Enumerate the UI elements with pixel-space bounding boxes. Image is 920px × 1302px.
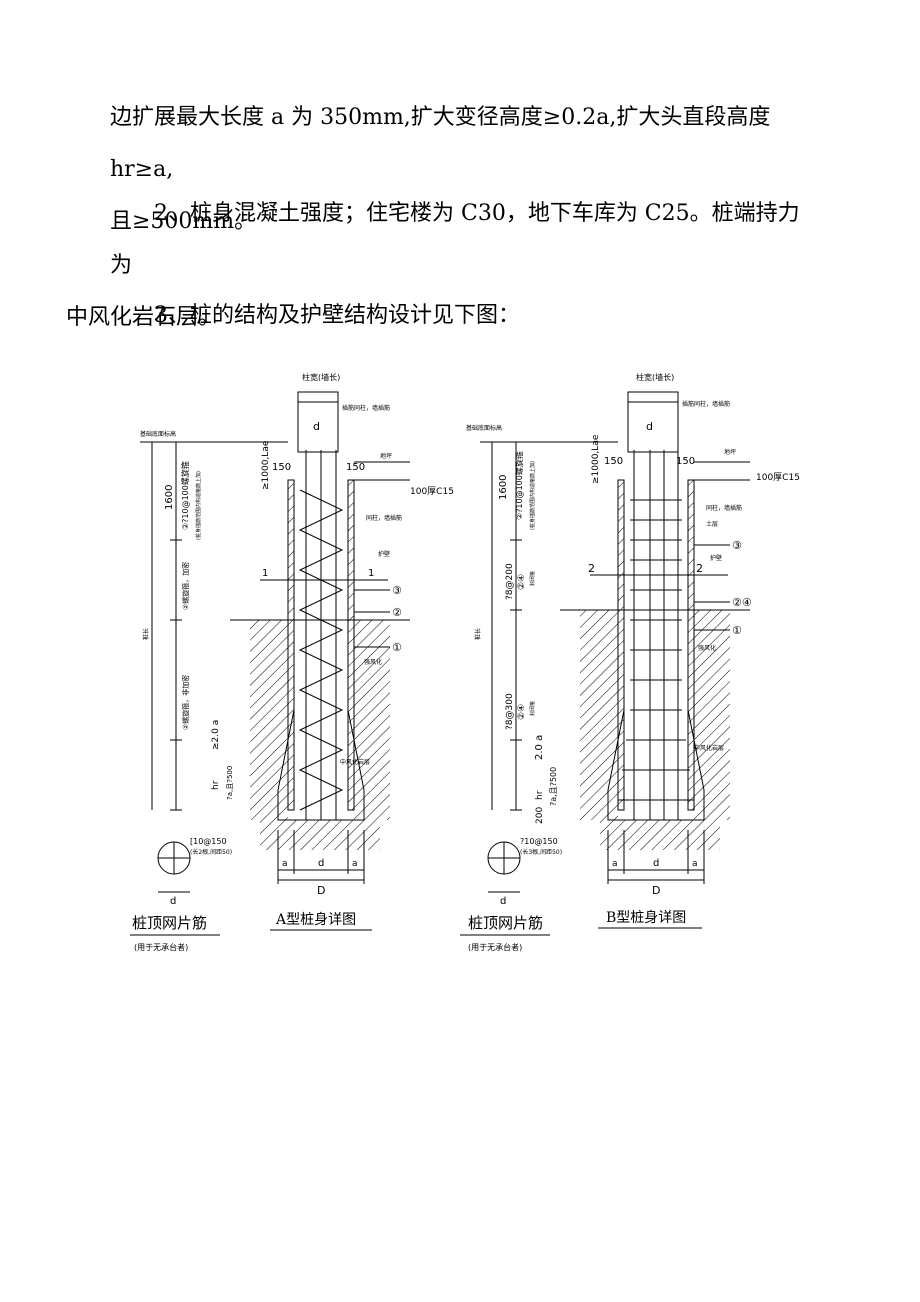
pile-a-ground: 地坪 bbox=[380, 452, 392, 460]
pile-a-weathered: 强风化 bbox=[364, 658, 382, 666]
pile-b-section-right: 2 bbox=[696, 562, 703, 575]
pile-b-c3: ③ bbox=[732, 539, 742, 552]
pile-a-c1: ① bbox=[392, 641, 402, 654]
pile-a-net-sub: (用于无承台者) bbox=[134, 942, 188, 952]
pile-b-d-bottom: d bbox=[653, 858, 659, 869]
pile-a-section-left: 1 bbox=[262, 568, 268, 579]
paragraph-2-line-2: 中风化岩石层。 bbox=[66, 305, 221, 330]
pile-b-base-label: 基础底面标高 bbox=[466, 424, 502, 432]
pile-b-dim-150b: 150 bbox=[676, 456, 695, 467]
pile-a-grid-note2: (长2根,间距50) bbox=[190, 848, 232, 856]
pile-a-dense: ②螺旋箍，加密 bbox=[181, 562, 190, 610]
pile-b-weathered: 强风化 bbox=[698, 644, 716, 652]
pile-b-spiral: ?8@300 bbox=[505, 693, 515, 730]
pile-b-dense2: ②④ bbox=[517, 574, 527, 590]
pile-b-anchor-label: 插筋同柱，墙插筋 bbox=[682, 400, 730, 408]
pile-b-dim-1600: 1600 bbox=[498, 475, 509, 500]
pile-a-rebar-note2: (桩身插筋范围内构造箍筋上加) bbox=[195, 471, 202, 540]
pile-b-len: 桩长 bbox=[474, 628, 482, 640]
pile-a-anchor-label: 插筋同柱，墙插筋 bbox=[342, 404, 390, 412]
pile-a-drawing bbox=[130, 391, 410, 936]
pile-b-dim-150a: 150 bbox=[604, 456, 623, 467]
pile-a-dim-hr: hr bbox=[211, 780, 221, 790]
paragraph-2-line-1: 2、桩身混凝土强度；住宅楼为 C30，地下车库为 C25。桩端持力为 bbox=[110, 201, 800, 278]
pile-b-soil: 土层 bbox=[706, 520, 718, 528]
pile-a-section-right: 1 bbox=[368, 568, 374, 579]
pile-b-c15: 100厚C15 bbox=[756, 472, 800, 483]
pile-a-base-label: 基础底面标高 bbox=[140, 430, 176, 438]
pile-b-net-sub: (用于无承台者) bbox=[468, 942, 522, 952]
pile-b-section-left: 2 bbox=[588, 562, 595, 575]
pile-b-dim-200: 200 bbox=[535, 807, 545, 824]
pile-a-dim-2a: ≥2.0 a bbox=[211, 720, 221, 750]
paragraph-2: 2、桩身混凝土强度；住宅楼为 C30，地下车库为 C25。桩端持力为 中风化岩石… bbox=[66, 188, 810, 344]
pile-a-dim-1000: ≥1000,Lae bbox=[261, 440, 271, 490]
paragraph-1: 边扩展最大长度 a 为 350mm,扩大变径高度≥0.2a,扩大头直段高度 hr… bbox=[110, 92, 810, 248]
pile-a-a-right: a bbox=[352, 859, 358, 869]
pile-b-dim-2a: 2.0 a bbox=[534, 735, 545, 760]
pile-a-hu: 护壁 bbox=[378, 550, 390, 558]
paragraph-3: 3、桩的结构及护壁结构设计见下图： bbox=[154, 303, 520, 328]
paragraph-1-line-1: 边扩展最大长度 a 为 350mm,扩大变径高度≥0.2a,扩大头直段高度 hr… bbox=[110, 105, 771, 182]
pile-b-net-d: d bbox=[500, 896, 506, 907]
pile-b-loop-1: 封闭箍 bbox=[529, 571, 536, 586]
pile-a-spiral: ②螺旋箍，非加密 bbox=[181, 675, 190, 730]
pile-b-moderate: 中风化岩层 bbox=[694, 744, 724, 752]
pile-a-moderate: 中风化岩层 bbox=[340, 758, 370, 766]
pile-b-D: D bbox=[652, 884, 660, 897]
paragraph-1-line-2: 且≥500mm。 bbox=[110, 209, 257, 234]
pile-b-drawing bbox=[460, 391, 750, 936]
pile-a-grid-note: [10@150 bbox=[190, 837, 227, 846]
pile-a-D: D bbox=[317, 884, 325, 897]
pile-b-caption: B型桩身详图 bbox=[606, 909, 686, 926]
pile-b-c24: ②④ bbox=[732, 596, 752, 609]
pile-a-len: 桩长 bbox=[142, 628, 150, 640]
pile-b-dim-hr: hr bbox=[535, 790, 545, 800]
pile-b-a-right: a bbox=[692, 859, 698, 869]
pile-b-a-left: a bbox=[612, 859, 618, 869]
pile-b-col-label: 柱宽(墙长) bbox=[636, 372, 674, 382]
pile-b-net-label: 桩顶网片筋 bbox=[468, 914, 543, 932]
pile-a-rebar-note: ②?10@100螺旋箍 bbox=[180, 461, 190, 530]
pile-b-loop-2: 封闭箍 bbox=[529, 701, 536, 716]
pile-b-dim-1000: ≥1000,Lae bbox=[591, 434, 601, 484]
pile-a-c2: ② bbox=[392, 606, 402, 619]
pile-b-side-note: 同柱，墙插筋 bbox=[706, 504, 742, 512]
pile-detail-drawings: 柱宽(墙长) d 基础底面标高 插筋同柱，墙插筋 150 150 ≥1000,L… bbox=[130, 372, 800, 952]
pile-b-hu: 护壁 bbox=[710, 554, 722, 562]
pile-a-net-d: d bbox=[170, 896, 176, 907]
pile-a-col-label: 柱宽(墙长) bbox=[302, 372, 340, 382]
pile-a-dim-150b: 150 bbox=[346, 462, 365, 473]
pile-b-rebar-note: ②?10@100螺旋箍 bbox=[514, 451, 524, 520]
pile-a-d-bottom: d bbox=[318, 858, 324, 869]
pile-b-rebar-note2: (桩身插筋范围内构造箍筋上加) bbox=[529, 461, 536, 530]
pile-b-grid-note2: (长3根,间距50) bbox=[520, 848, 562, 856]
pile-a-dim-500: ?a,且?500 bbox=[226, 766, 234, 800]
pile-a-caption: A型桩身详图 bbox=[275, 911, 356, 928]
pile-a-dim-150a: 150 bbox=[272, 462, 291, 473]
pile-a-net-label: 桩顶网片筋 bbox=[132, 914, 207, 932]
pile-b-dim-500: ?a,且?500 bbox=[549, 767, 558, 806]
pile-b-c1: ① bbox=[732, 624, 742, 637]
pile-a-c15: 100厚C15 bbox=[410, 486, 454, 497]
pile-a-dim-1600: 1600 bbox=[164, 485, 175, 510]
pile-b-spiral2: ②④ bbox=[517, 704, 527, 720]
pile-a-side-note: 同柱，墙插筋 bbox=[366, 514, 402, 522]
pile-b-ground: 地坪 bbox=[724, 448, 736, 456]
pile-b-grid-note: ?10@150 bbox=[520, 837, 558, 846]
pile-a-a-left: a bbox=[282, 859, 288, 869]
pile-b-d-top: d bbox=[646, 420, 653, 433]
pile-b-dense: ?8@200 bbox=[505, 563, 515, 600]
pile-a-c3: ③ bbox=[392, 584, 402, 597]
pile-a-d-top: d bbox=[313, 420, 320, 433]
